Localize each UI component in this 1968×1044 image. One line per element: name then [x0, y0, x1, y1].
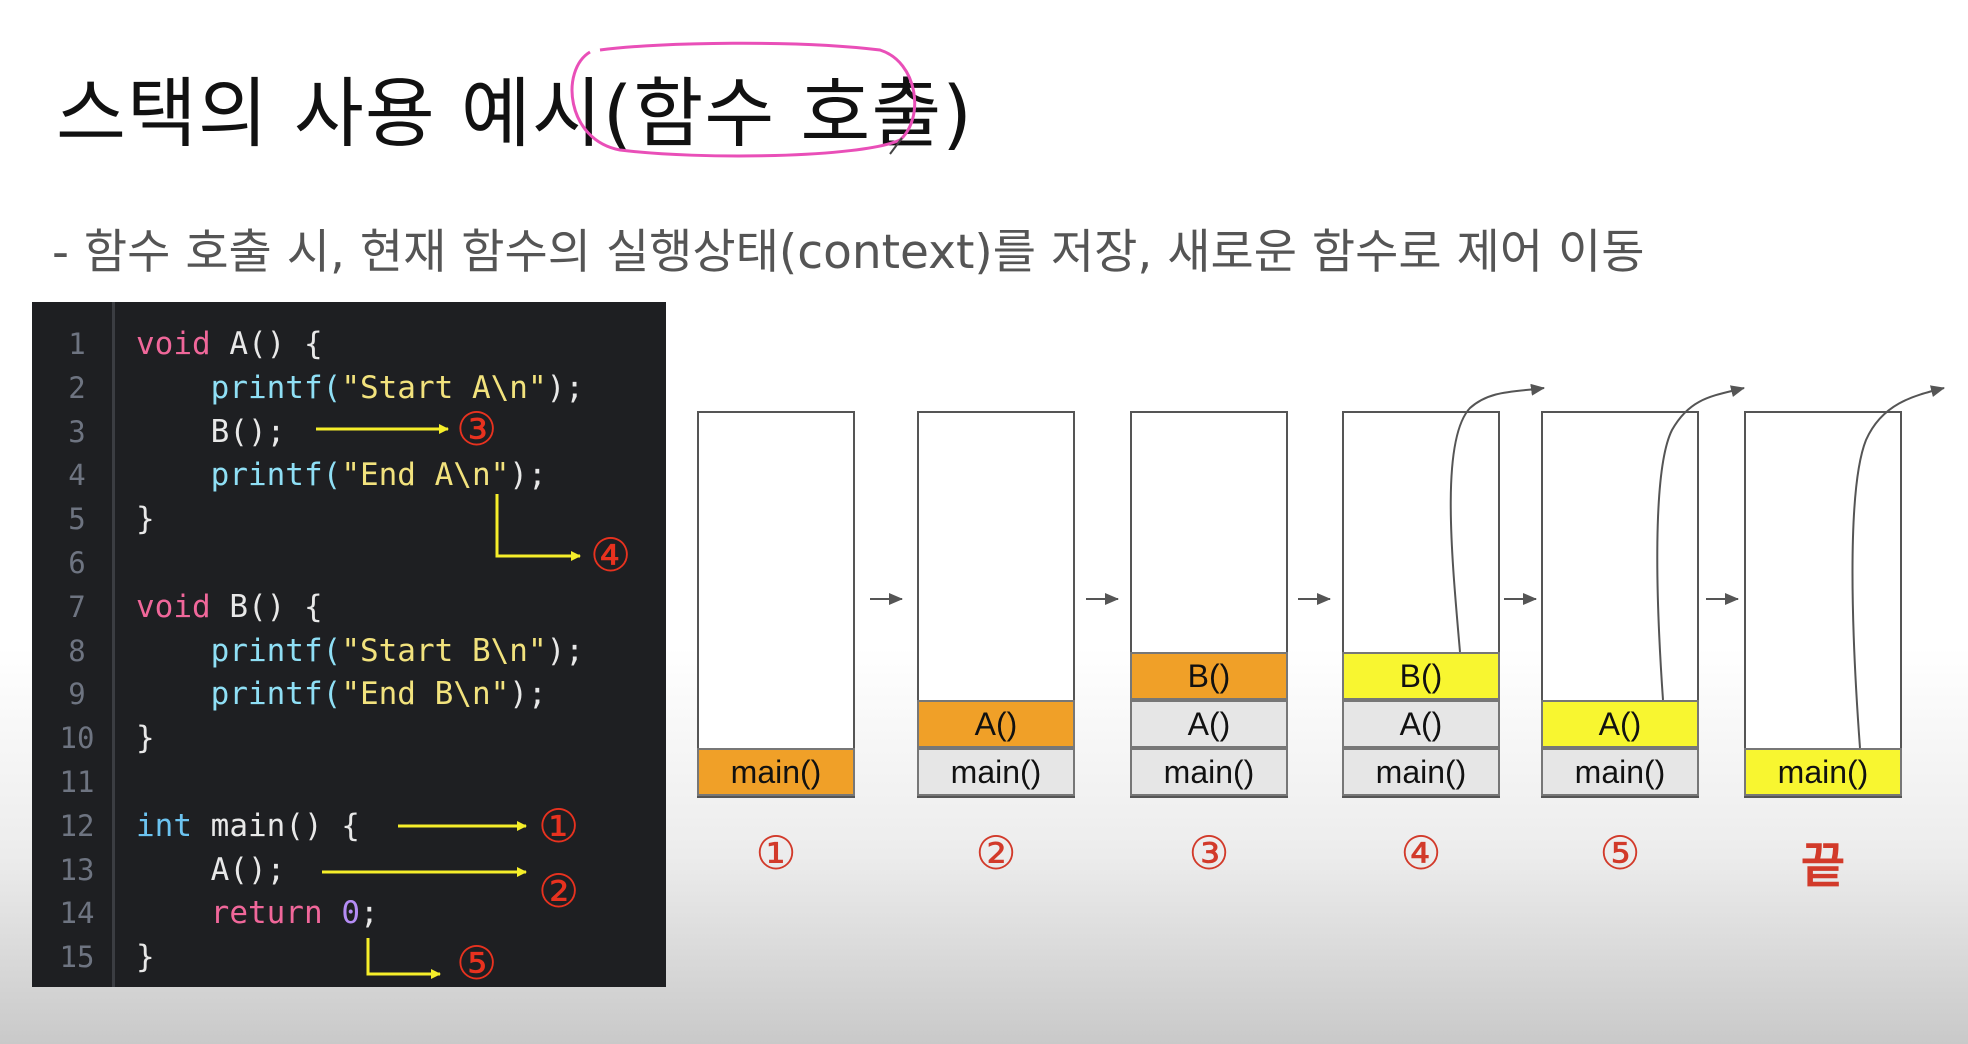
code-line: 8 printf("Start B\n"); — [32, 629, 666, 673]
code-text: printf("Start B\n"); — [136, 632, 584, 669]
line-number: 6 — [68, 546, 86, 580]
code-line: 3 B(); — [32, 410, 666, 454]
code-text: int main() { — [136, 807, 360, 844]
code-line: 13 A(); — [32, 848, 666, 892]
code-text: } — [136, 939, 155, 976]
title-paren-open: ( — [602, 69, 634, 158]
step-label: ④ — [1400, 826, 1442, 880]
stack-box: main() — [697, 411, 855, 798]
stack-frame: B() — [1342, 652, 1500, 700]
line-number: 11 — [59, 765, 95, 799]
stack-frame: main() — [697, 748, 855, 796]
arrow-to-5 — [366, 938, 441, 979]
code-line: 12 int main() { — [32, 804, 666, 848]
stack-frame: main() — [1130, 748, 1288, 796]
line-number: 8 — [68, 633, 86, 668]
step-label: 끝 — [1800, 838, 1846, 894]
code-line: 11 — [32, 760, 666, 804]
stack-frame: A() — [1541, 700, 1699, 748]
line-number: 5 — [68, 502, 86, 537]
badge-step-5: ⑤ — [456, 936, 498, 990]
code-line: 9 printf("End B\n"); — [32, 672, 666, 716]
gutter-divider — [112, 302, 115, 987]
stack-box: main()A() — [917, 411, 1075, 798]
line-number: 12 — [59, 808, 95, 843]
pop-arrow-4 — [1449, 383, 1545, 653]
code-line: 7 void B() { — [32, 585, 666, 629]
line-number: 15 — [59, 940, 95, 975]
badge-step-4: ④ — [590, 528, 632, 582]
pop-arrow-5 — [1656, 385, 1745, 701]
code-line: 1 void A() { — [32, 322, 666, 366]
stack-box: main() — [1744, 411, 1902, 798]
stack-frame: main() — [1744, 748, 1902, 796]
step-label: ② — [975, 826, 1017, 880]
stack-box: main()A()B() — [1342, 411, 1500, 798]
stack-frame: main() — [1342, 748, 1500, 796]
code-text: printf("End B\n"); — [136, 676, 547, 713]
code-text: A(); — [136, 851, 286, 888]
stack-frame: A() — [1342, 700, 1500, 748]
line-number: 13 — [59, 852, 95, 887]
step-label: ① — [755, 826, 797, 880]
slide-subtitle: - 함수 호출 시, 현재 함수의 실행상태(context)를 저장, 새로운… — [52, 225, 1645, 280]
code-line: 2 printf("Start A\n"); — [32, 366, 666, 410]
stack-box: main()A()B() — [1130, 411, 1288, 798]
annotation-tail — [889, 137, 903, 155]
code-line: 14 return 0; — [32, 891, 666, 935]
code-text: return 0; — [136, 895, 379, 932]
code-text: void B() { — [136, 588, 323, 625]
stack-box: main()A() — [1541, 411, 1699, 798]
title-main: 스택의 사용 예시 — [56, 69, 603, 158]
code-text: } — [136, 501, 155, 538]
line-number: 10 — [59, 721, 95, 756]
code-text: printf("End A\n"); — [136, 457, 547, 494]
step-label: ③ — [1188, 826, 1230, 880]
stack-frame: main() — [917, 748, 1075, 796]
line-number: 1 — [68, 327, 86, 361]
code-text: B(); — [136, 413, 286, 450]
code-text: } — [136, 720, 155, 757]
line-number: 3 — [68, 414, 86, 449]
pop-arrow-end — [1851, 385, 1945, 749]
line-number: 7 — [68, 589, 86, 624]
title-paren-close: ) — [942, 69, 973, 158]
stack-frame: B() — [1130, 652, 1288, 700]
badge-step-1: ① — [538, 799, 580, 853]
code-text: printf("Start A\n"); — [136, 369, 584, 406]
line-number: 9 — [68, 677, 86, 712]
annotation-circle — [570, 41, 917, 158]
code-line: 5} — [32, 497, 666, 541]
line-number: 4 — [68, 458, 86, 493]
line-number: 14 — [59, 896, 95, 931]
line-number: 2 — [68, 370, 86, 405]
arrow-to-4 — [495, 494, 581, 561]
code-line: 6 — [32, 541, 666, 585]
badge-step-2: ② — [538, 864, 580, 918]
code-line: 4 printf("End A\n"); — [32, 453, 666, 497]
badge-step-3: ③ — [456, 402, 498, 456]
step-label: ⑤ — [1599, 826, 1641, 880]
stack-frame: main() — [1541, 748, 1699, 796]
code-text: void A() { — [136, 326, 323, 362]
stack-frame: A() — [1130, 700, 1288, 748]
stack-frame: A() — [917, 700, 1075, 748]
code-line: 10} — [32, 716, 666, 760]
code-line: 15} — [32, 935, 666, 979]
